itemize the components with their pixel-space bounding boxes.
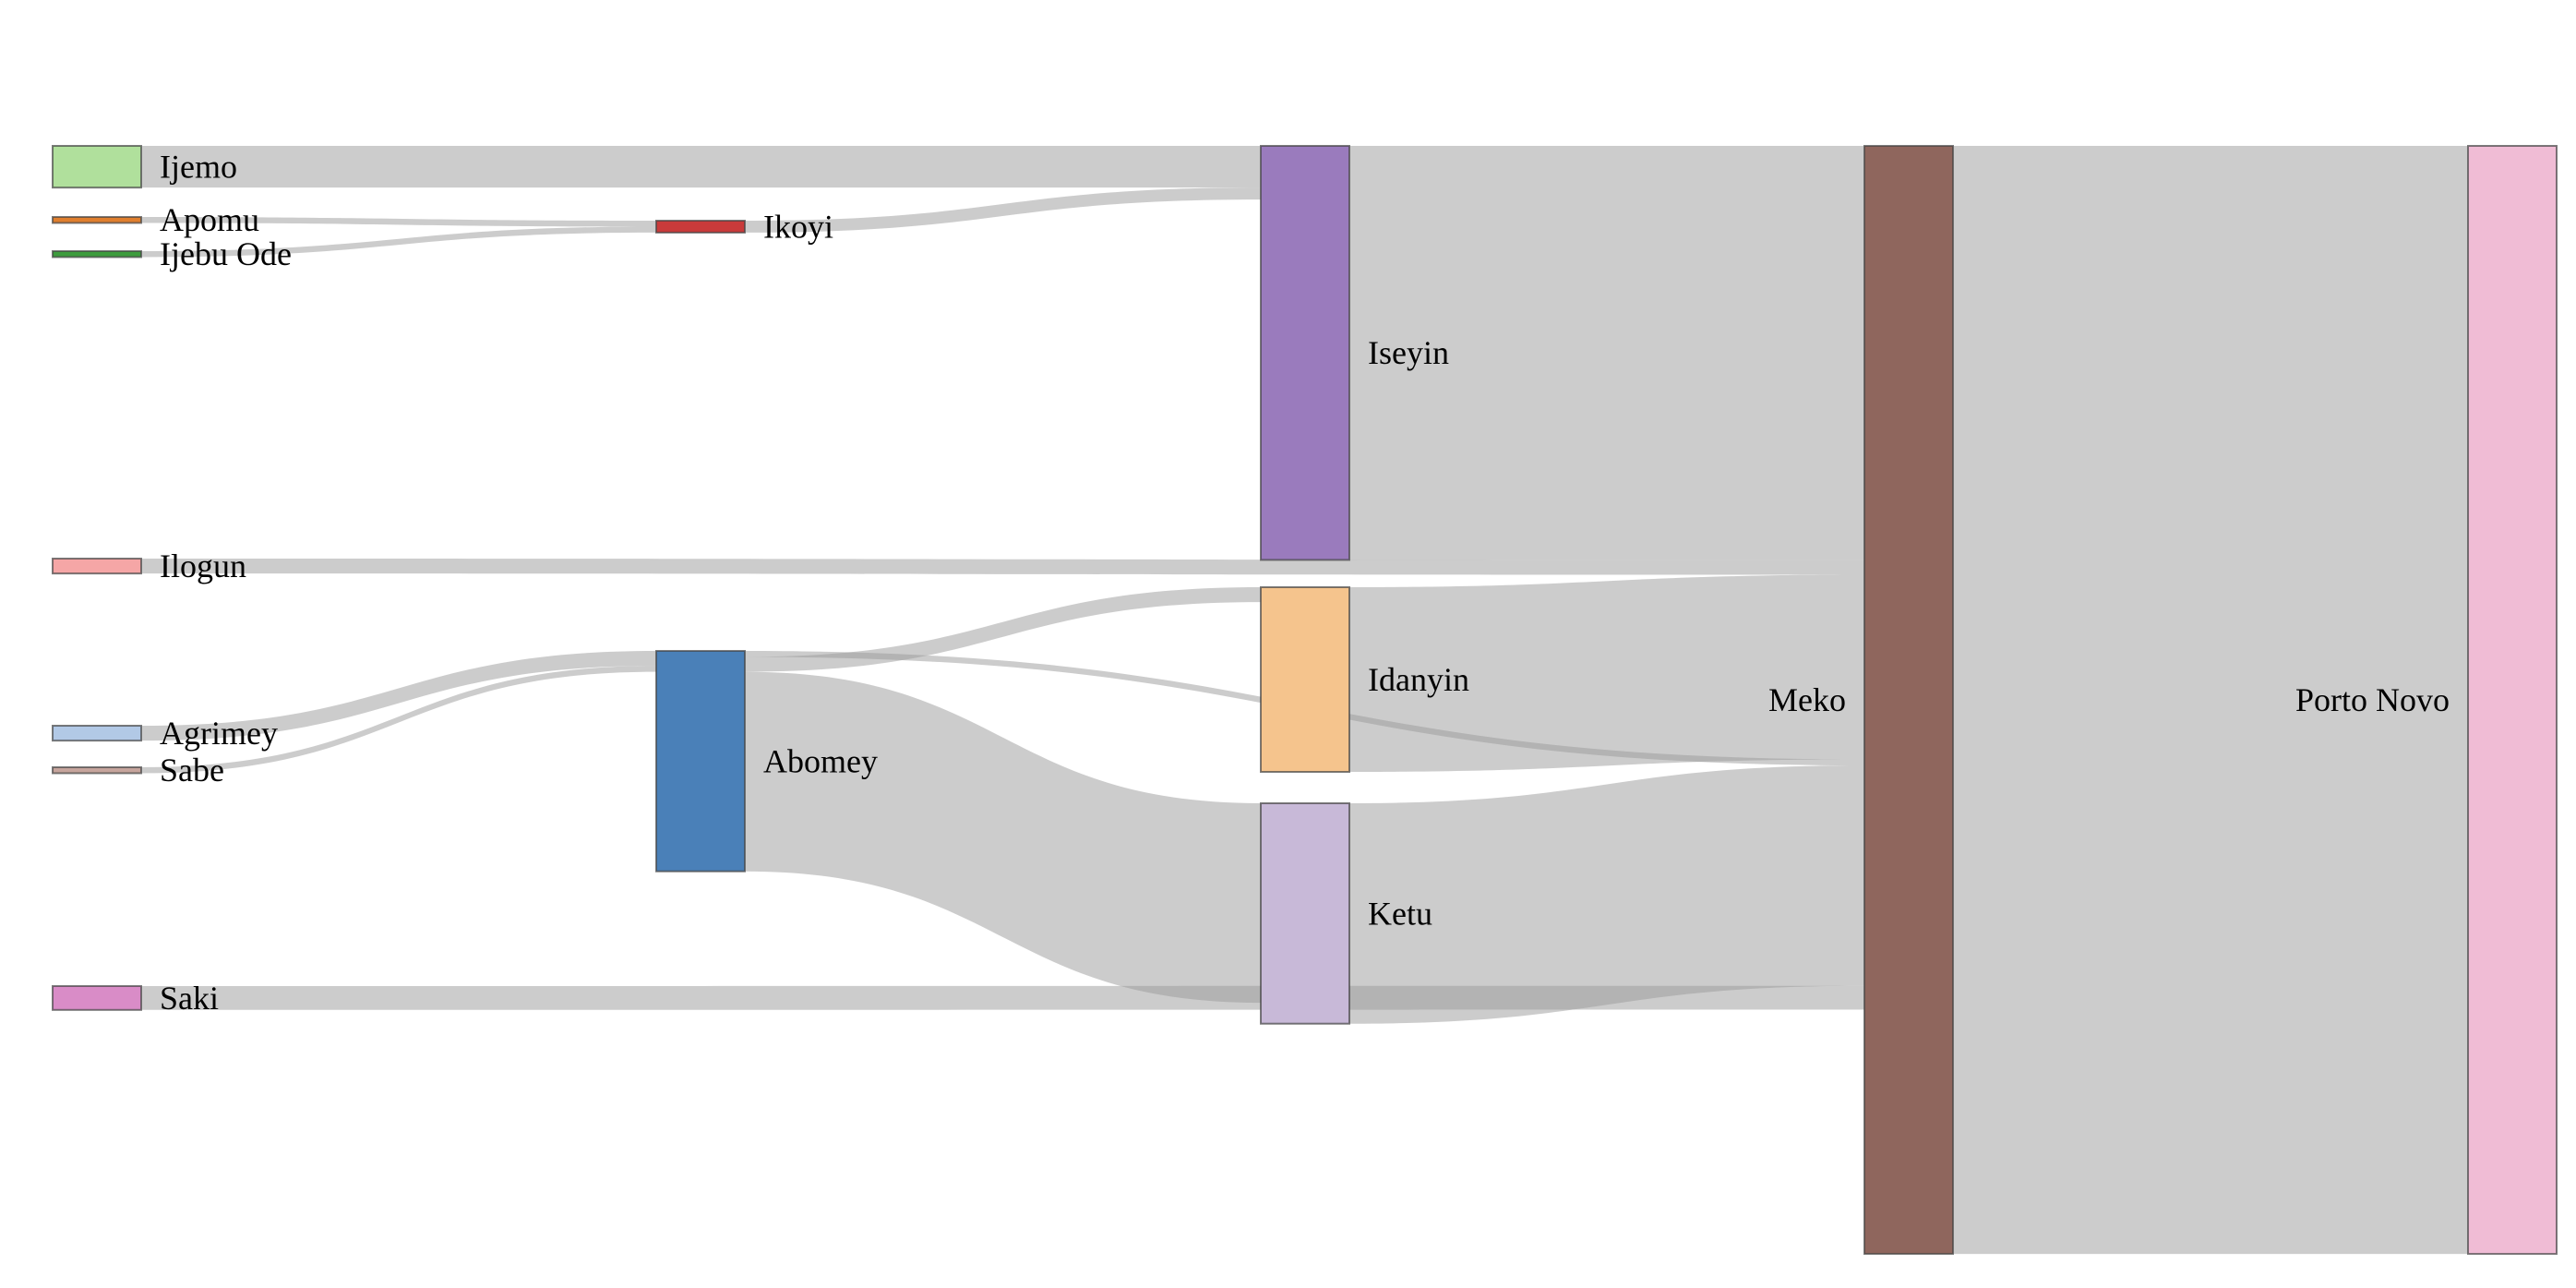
node-label-ijebu-ode: Ijebu Ode — [160, 235, 292, 272]
node-porto-novo: Porto Novo — [2295, 145, 2558, 1256]
node-ilogun: Ilogun — [52, 548, 246, 584]
node-label-ilogun: Ilogun — [160, 548, 246, 584]
link-idanyin-to-meko — [1349, 574, 1864, 773]
node-label-abomey: Abomey — [763, 742, 878, 779]
node-bar-iseyin — [1260, 145, 1350, 561]
link-meko-to-porto-novo — [1953, 146, 2468, 1255]
link-ijemo-to-iseyin — [141, 146, 1261, 188]
link-sabe-to-abomey — [141, 666, 656, 774]
link-agrimey-to-abomey — [141, 651, 656, 741]
node-label-saki: Saki — [160, 980, 219, 1017]
node-idanyin: Idanyin — [1260, 586, 1469, 774]
node-label-idanyin: Idanyin — [1368, 661, 1469, 698]
node-meko: Meko — [1768, 145, 1954, 1256]
node-bar-apomu — [52, 216, 142, 224]
node-label-ketu: Ketu — [1368, 895, 1432, 932]
node-ijemo: Ijemo — [52, 145, 237, 189]
node-agrimey: Agrimey — [52, 715, 278, 752]
node-label-ikoyi: Ikoyi — [763, 208, 833, 245]
node-label-sabe: Sabe — [160, 752, 224, 788]
link-abomey-to-ketu — [745, 671, 1261, 1004]
node-ikoyi: Ikoyi — [655, 208, 833, 245]
link-ikoyi-to-iseyin — [745, 187, 1261, 233]
node-bar-ijebu-ode — [52, 250, 142, 259]
node-bar-ilogun — [52, 558, 142, 575]
node-apomu: Apomu — [52, 201, 259, 238]
node-abomey: Abomey — [655, 650, 878, 873]
node-label-ijemo: Ijemo — [160, 149, 237, 186]
node-bar-agrimey — [52, 725, 142, 742]
node-saki: Saki — [52, 980, 219, 1017]
link-saki-to-meko — [141, 985, 1864, 1010]
node-bar-ijemo — [52, 145, 142, 189]
node-bar-meko — [1863, 145, 1954, 1256]
link-iseyin-to-meko — [1349, 146, 1864, 560]
node-label-iseyin: Iseyin — [1368, 334, 1449, 371]
links-layer — [141, 146, 2468, 1255]
node-bar-ikoyi — [655, 220, 746, 234]
link-ketu-to-meko — [1349, 765, 1864, 1024]
node-bar-saki — [52, 985, 142, 1011]
link-ilogun-to-meko — [141, 559, 1864, 575]
node-iseyin: Iseyin — [1260, 145, 1449, 561]
node-ketu: Ketu — [1260, 802, 1432, 1025]
node-label-meko: Meko — [1768, 681, 1846, 718]
node-bar-idanyin — [1260, 586, 1350, 774]
node-bar-abomey — [655, 650, 746, 873]
node-bar-ketu — [1260, 802, 1350, 1025]
node-label-porto-novo: Porto Novo — [2295, 681, 2450, 718]
node-bar-sabe — [52, 766, 142, 775]
node-label-agrimey: Agrimey — [160, 715, 278, 752]
link-ijebu-ode-to-ikoyi — [141, 226, 656, 258]
node-ijebu-ode: Ijebu Ode — [52, 235, 292, 272]
link-apomu-to-ikoyi — [141, 217, 656, 227]
node-sabe: Sabe — [52, 752, 224, 788]
link-abomey-to-idanyin — [745, 587, 1261, 672]
node-bar-porto-novo — [2467, 145, 2558, 1256]
node-label-apomu: Apomu — [160, 201, 259, 238]
